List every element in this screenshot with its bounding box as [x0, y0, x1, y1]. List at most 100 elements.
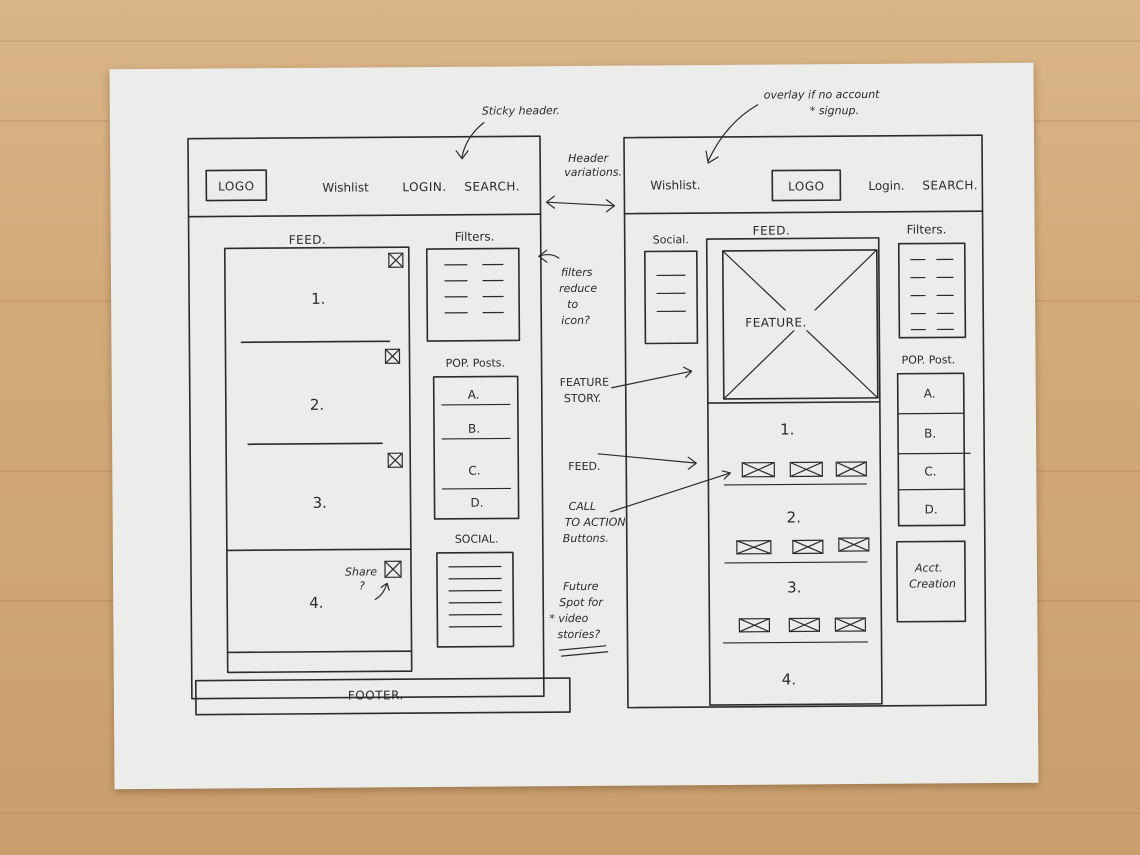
- share-icon: [387, 452, 403, 468]
- left-feed-item-2: 2.: [310, 396, 324, 414]
- right-wireframe: Wishlist. LOGO Login. SEARCH. Social. FE…: [623, 134, 987, 709]
- account-creation-box: [896, 540, 967, 623]
- right-nav-login: Login.: [868, 179, 904, 193]
- arrow-cta: [609, 470, 731, 513]
- account-creation-line-1: Acct.: [914, 561, 943, 574]
- right-feed-item-3: 3.: [787, 578, 801, 596]
- note-future-4: stories?: [557, 628, 600, 641]
- left-logo-text: LOGO: [218, 179, 255, 193]
- left-feed-divider-2: [247, 442, 383, 446]
- arrow-feed: [597, 453, 697, 470]
- right-feed-label: FEED.: [753, 223, 791, 237]
- arrow-filters: [538, 249, 560, 263]
- left-pop-posts-label: POP. Posts.: [446, 356, 506, 369]
- share-icon: [388, 252, 404, 268]
- note-cta-2: TO ACTION: [565, 516, 626, 529]
- note-feed: FEED.: [568, 460, 600, 473]
- left-social-lines: [448, 565, 502, 628]
- right-nav-search: SEARCH.: [922, 178, 978, 192]
- left-feed-item-4: 4.: [309, 594, 323, 612]
- right-pop-posts-box: [896, 372, 966, 527]
- right-feed-item-1: 1.: [780, 420, 794, 438]
- share-question: ?: [359, 579, 365, 592]
- underline-future-2: [561, 651, 609, 657]
- right-pop-post-b: B.: [924, 426, 936, 440]
- note-overlay-1: overlay if no account: [764, 88, 881, 102]
- left-filters-box: [425, 247, 521, 342]
- left-footer-label: FOOTER.: [348, 688, 404, 702]
- left-filters-lines: [444, 263, 504, 314]
- account-creation-line-2: Creation: [909, 577, 956, 590]
- left-wireframe: LOGO Wishlist LOGIN. SEARCH. FEED. 1. 2.…: [187, 135, 571, 716]
- note-filters-3: to: [567, 298, 578, 311]
- right-filters-lines: [910, 258, 954, 331]
- share-icon: [384, 348, 401, 364]
- left-feed-divider-1: [240, 340, 391, 344]
- note-header-variations-2: variations.: [564, 166, 622, 179]
- note-overlay-2: * signup.: [810, 104, 859, 117]
- right-filters-box: [897, 242, 967, 339]
- right-logo-box: [771, 169, 842, 202]
- right-feed-column: [705, 237, 883, 706]
- wireframe-sketch: LOGO Wishlist LOGIN. SEARCH. FEED. 1. 2.…: [187, 88, 987, 716]
- right-logo-text: LOGO: [788, 179, 825, 193]
- left-logo-box: [205, 169, 268, 202]
- note-cta-3: Buttons.: [563, 532, 609, 545]
- right-feed-item-4: 4.: [782, 670, 796, 688]
- right-page-frame: [623, 134, 987, 709]
- note-future-2: Spot for: [559, 596, 604, 609]
- right-social-box: [643, 250, 699, 345]
- share-arrow: [374, 582, 390, 600]
- note-header-variations-1: Header: [568, 152, 610, 165]
- left-social-box: [436, 551, 515, 648]
- left-pop-post-c: C.: [468, 464, 480, 478]
- share-icon: [384, 560, 402, 578]
- right-pop-post-c: C.: [924, 464, 936, 478]
- arrow-header-variations: [545, 195, 616, 213]
- left-social-label: SOCIAL.: [455, 533, 499, 546]
- underline-future-1: [558, 645, 607, 651]
- left-feed-item-1: 1.: [311, 290, 325, 308]
- note-future-3: * video: [549, 612, 588, 625]
- left-pop-post-d: D.: [470, 496, 483, 510]
- note-filters-2: reduce: [559, 282, 597, 295]
- right-nav-wishlist: Wishlist.: [650, 178, 700, 192]
- note-feature-story-2: STORY.: [564, 392, 601, 405]
- left-nav-search: SEARCH.: [464, 179, 520, 193]
- left-feed-divider-4: [226, 650, 413, 654]
- right-feed-item-2: 2.: [787, 508, 801, 526]
- note-future-1: Future: [563, 580, 599, 593]
- note-filters-1: filters: [561, 266, 593, 279]
- feature-image-placeholder: [721, 249, 879, 400]
- share-label: Share: [345, 565, 377, 578]
- left-pop-post-b: B.: [468, 422, 480, 436]
- cta-buttons-row-2: [736, 537, 870, 555]
- feature-label: FEATURE.: [745, 315, 807, 329]
- right-filters-label: Filters.: [907, 222, 947, 236]
- left-feed-label: FEED.: [289, 233, 327, 247]
- left-footer-box: [194, 677, 571, 716]
- right-header-divider: [623, 210, 984, 215]
- left-nav-wishlist: Wishlist: [322, 180, 369, 194]
- left-page-frame: [187, 135, 545, 700]
- cta-buttons-row-3: [738, 617, 867, 633]
- arrow-feature-story: [611, 366, 693, 389]
- note-cta-1: CALL: [569, 500, 597, 513]
- left-feed-item-3: 3.: [312, 494, 326, 512]
- left-filters-label: Filters.: [455, 230, 495, 244]
- arrow-overlay: [705, 104, 759, 164]
- left-pop-posts-box: [432, 375, 520, 520]
- left-pop-post-a: A.: [468, 388, 480, 402]
- right-pop-posts-label: POP. Post.: [902, 353, 956, 366]
- left-header-divider: [187, 213, 542, 218]
- sketch-paper: LOGO Wishlist LOGIN. SEARCH. FEED. 1. 2.…: [109, 62, 1039, 790]
- left-feed-column: [223, 246, 413, 674]
- right-social-label: Social.: [653, 233, 689, 246]
- right-pop-post-d: D.: [925, 502, 938, 516]
- left-nav-login: LOGIN.: [402, 180, 446, 194]
- right-pop-post-a: A.: [924, 386, 936, 400]
- note-sticky-header: Sticky header.: [482, 104, 560, 118]
- arrow-sticky-header: [455, 122, 485, 160]
- cta-buttons-row-1: [741, 461, 867, 478]
- note-feature-story-1: FEATURE: [560, 376, 609, 389]
